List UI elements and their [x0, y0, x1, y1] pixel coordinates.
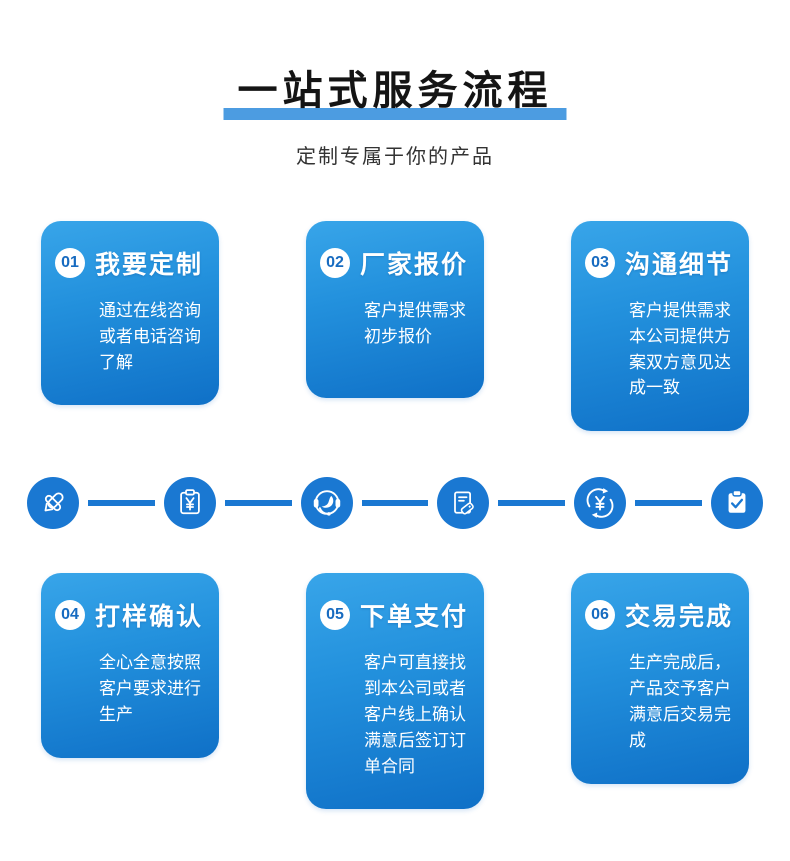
- steps-row-2: 04 打样确认 全心全意按照客户要求进行生产 05 下单支付 客户可直接找到本公…: [0, 573, 790, 810]
- step-number-badge: 02: [320, 248, 350, 278]
- step-card-03: 03 沟通细节 客户提供需求本公司提供方案双方意见达成一致: [571, 221, 749, 432]
- step-number-badge: 05: [320, 600, 350, 631]
- flow-icon-strip: [27, 477, 763, 530]
- flow-connector: [635, 500, 702, 507]
- customer-service-headset-icon: [300, 477, 353, 530]
- step-title: 下单支付: [360, 603, 469, 632]
- step-title: 我要定制: [95, 251, 204, 279]
- step-description: 通过在线咨询或者电话咨询了解: [99, 301, 201, 372]
- order-document-tag-icon: [437, 477, 490, 530]
- step-number-badge: 01: [55, 248, 85, 278]
- step-card-header: 03 沟通细节: [585, 245, 739, 281]
- design-pens-icon: [27, 477, 79, 530]
- step-description: 全心全意按照客户要求进行生产: [99, 653, 201, 724]
- title-accent-bar: [223, 108, 567, 120]
- step-title: 沟通细节: [625, 251, 734, 279]
- page-title-text: 一站式服务流程: [237, 69, 553, 113]
- quote-clipboard-yen-icon: [163, 477, 216, 530]
- page-title: 一站式服务流程: [223, 68, 567, 120]
- step-card-01: 01 我要定制 通过在线咨询或者电话咨询了解: [41, 221, 219, 406]
- step-card-header: 02 厂家报价: [320, 245, 474, 281]
- step-card-header: 06 交易完成: [585, 597, 739, 633]
- hero-section: 一站式服务流程 定制专属于你的产品: [0, 0, 790, 169]
- step-number-badge: 03: [585, 248, 615, 278]
- step-card-02: 02 厂家报价 客户提供需求初步报价: [306, 221, 484, 398]
- completed-clipboard-check-icon: [710, 477, 763, 530]
- step-title: 交易完成: [625, 603, 734, 632]
- flow-connector: [88, 500, 155, 507]
- flow-connector: [498, 500, 566, 507]
- step-card-04: 04 打样确认 全心全意按照客户要求进行生产: [41, 573, 219, 758]
- step-description: 客户可直接找到本公司或者客户线上确认满意后签订订单合同: [364, 653, 466, 776]
- step-number-badge: 06: [585, 600, 615, 631]
- flow-connector: [361, 500, 429, 507]
- step-card-05: 05 下单支付 客户可直接找到本公司或者客户线上确认满意后签订订单合同: [306, 573, 484, 810]
- step-description: 生产完成后，产品交予客户满意后交易完成: [629, 653, 731, 750]
- step-title: 打样确认: [95, 603, 204, 632]
- step-description: 客户提供需求本公司提供方案双方意见达成一致: [629, 301, 731, 398]
- steps-row-1: 01 我要定制 通过在线咨询或者电话咨询了解 02 厂家报价 客户提供需求初步报…: [0, 221, 790, 432]
- step-number-badge: 04: [55, 600, 85, 631]
- step-card-header: 05 下单支付: [320, 597, 474, 633]
- step-card-header: 04 打样确认: [55, 597, 209, 633]
- flow-connector: [224, 500, 292, 507]
- page-subtitle: 定制专属于你的产品: [296, 146, 494, 168]
- step-card-header: 01 我要定制: [55, 245, 209, 281]
- step-card-06: 06 交易完成 生产完成后，产品交予客户满意后交易完成: [571, 573, 749, 784]
- step-title: 厂家报价: [360, 251, 469, 279]
- step-description: 客户提供需求初步报价: [364, 301, 466, 346]
- payment-yen-cycle-icon: [574, 477, 627, 530]
